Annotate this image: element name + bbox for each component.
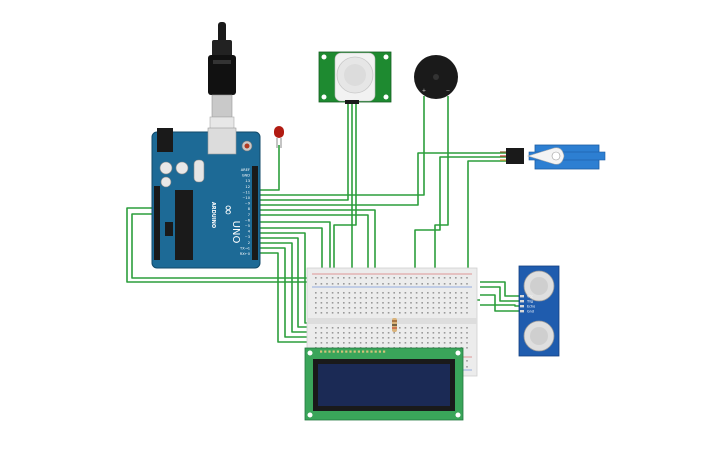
wire [258,96,425,196]
wire [131,213,318,279]
wire [333,102,357,290]
wire [480,304,520,307]
buzzer-plus-label: + [422,88,426,94]
lcd-16x2-display [304,347,464,421]
pin-label: ~10 [242,196,250,200]
resistor [392,318,397,332]
arduino-model-label: UNO [230,221,241,244]
pin-label: RX←0 [240,252,251,256]
pin-label: 7 [248,213,250,217]
breadboard-holes [315,277,468,368]
pin-label: TX→1 [239,246,250,250]
ultrasonic-pin-label: Vcc [527,294,533,298]
wire [480,286,520,302]
pin-label: GND [242,174,250,178]
pin-label: 4 [248,230,251,234]
wire [258,209,376,295]
ultrasonic-pin-label: Trig [526,299,533,303]
svg-text:∞: ∞ [220,204,236,216]
pin-label: ~9 [245,202,251,206]
wire [480,281,520,297]
pin-label: ~5 [245,224,250,228]
pir-motion-sensor [318,51,392,104]
wire [258,152,510,206]
wire [480,294,520,312]
pin-label: 12 [245,185,250,189]
wire [126,207,308,283]
usb-cable [208,22,236,134]
piezo-buzzer: + − [414,55,458,99]
pin-label: 13 [245,179,250,183]
arduino-brand-label: ARDUINO [210,202,216,228]
pin-label: 8 [248,207,251,211]
wire [258,102,349,201]
pin-label: ~3 [245,235,250,239]
pin-label: AREF [241,168,250,172]
lcd-pin-header [320,350,386,353]
arduino-logo: ∞ [220,204,236,216]
wire [434,96,449,285]
wire [260,145,280,191]
pin-label: ~6 [245,218,251,222]
ultrasonic-pin-label: Echo [527,304,535,308]
red-led [274,126,284,148]
wire [414,156,510,287]
pin-label: ~11 [242,190,250,194]
micro-servo [500,144,606,170]
buzzer-minus-label: − [446,88,450,94]
pin-label: 2 [248,241,250,245]
ultrasonic-pin-label: Gnd [527,309,534,313]
